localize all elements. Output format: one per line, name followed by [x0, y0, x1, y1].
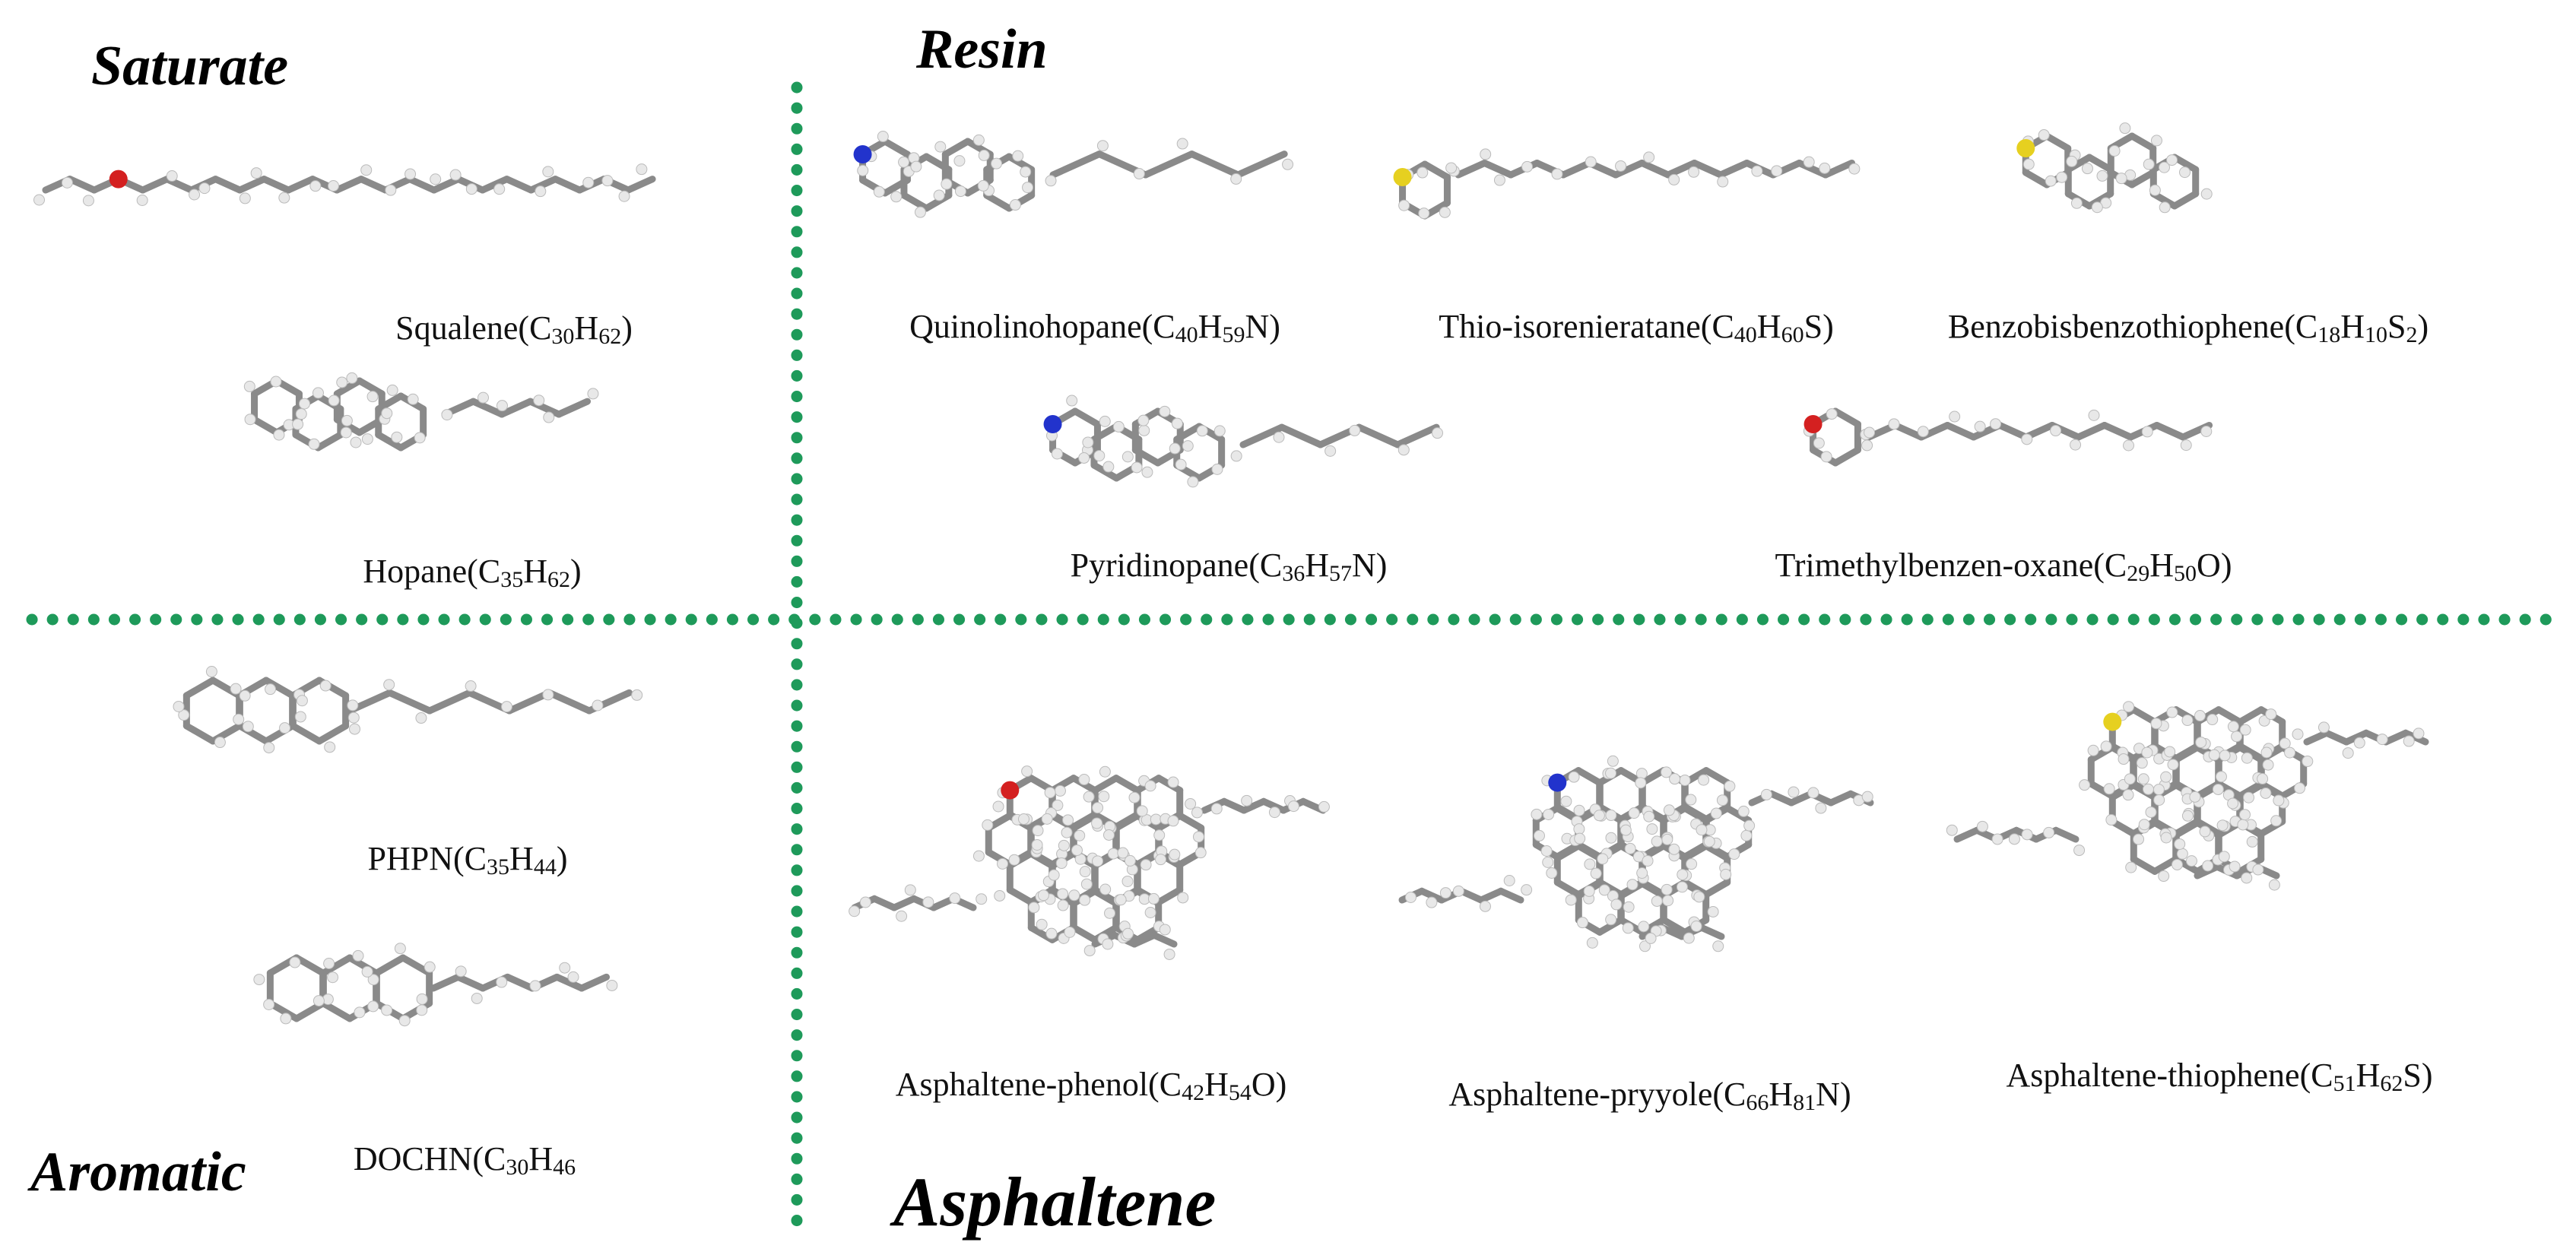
- benzobisbenzothiophene-label: Benzobisbenzothiophene(C18H10S2): [1947, 308, 2429, 347]
- asphaltene-phenol-label: Asphaltene-phenol(C42H54O): [895, 1066, 1287, 1105]
- dochn-label: DOCHN(C30H46: [353, 1140, 576, 1180]
- trimethylbenzen-oxane-label: Trimethylbenzen-oxane(C29H50O): [1775, 547, 2232, 586]
- hopane-label: Hopane(C35H62): [363, 553, 582, 592]
- asphaltene-pryyole-label: Asphaltene-pryyole(C66H81N): [1448, 1076, 1851, 1115]
- asphaltene-title: Asphaltene: [893, 1163, 1217, 1241]
- asphaltene-thiophene-label: Asphaltene-thiophene(C51H62S): [2006, 1057, 2433, 1096]
- phpn-label: PHPN(C35H44): [367, 840, 568, 879]
- squalene-label: Squalene(C30H62): [395, 309, 633, 349]
- quinolinohopane-label: Quinolinohopane(C40H59N): [909, 308, 1280, 347]
- saturate-title: Saturate: [91, 35, 289, 97]
- resin-title: Resin: [916, 18, 1048, 81]
- thio-isorenieratane-label: Thio-isorenieratane(C40H60S): [1439, 308, 1834, 347]
- pyridinopane-label: Pyridinopane(C36H57N): [1070, 547, 1388, 586]
- aromatic-title: Aromatic: [30, 1141, 246, 1203]
